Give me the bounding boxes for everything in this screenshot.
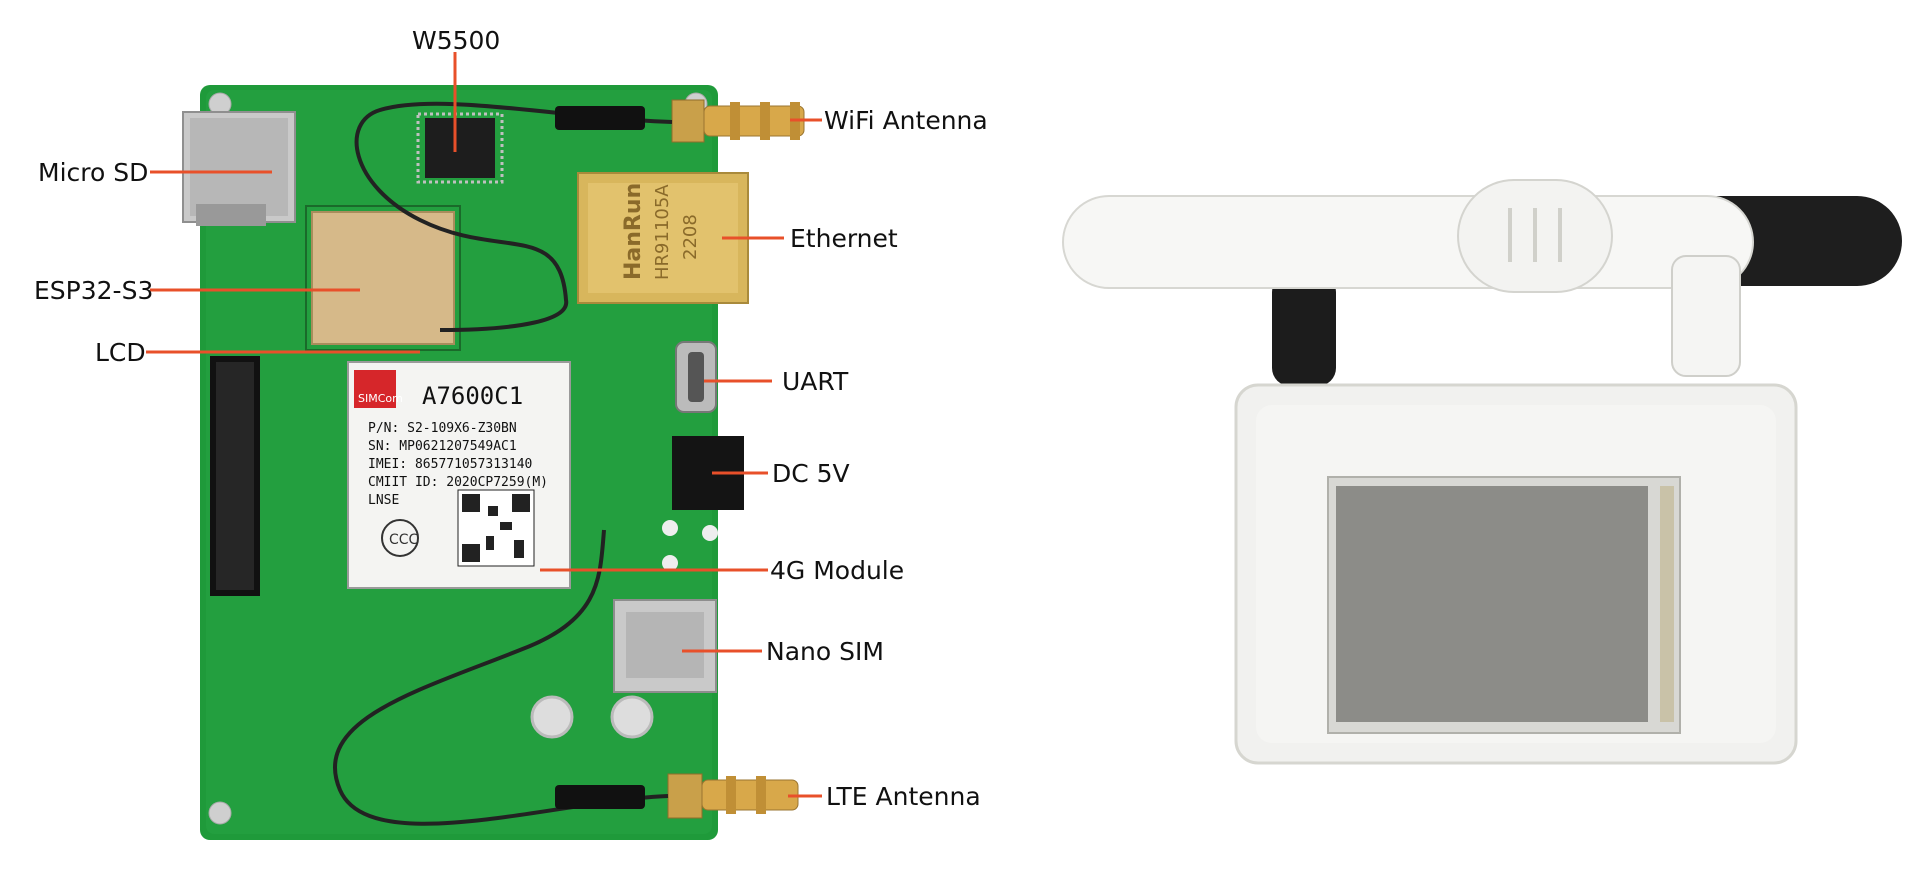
module-imei: IMEI: 865771057313140 <box>368 457 532 472</box>
label-dc5v: DC 5V <box>772 459 850 488</box>
ethernet-part: HR91105A <box>652 184 673 280</box>
label-esp32: ESP32-S3 <box>34 276 154 305</box>
label-lcd: LCD <box>95 338 146 367</box>
label-wifi-antenna: WiFi Antenna <box>824 106 988 135</box>
module-model: A7600C1 <box>422 382 523 410</box>
label-uart: UART <box>782 367 849 396</box>
lte-pigtail <box>555 785 645 809</box>
leader-lines <box>146 52 822 798</box>
module-pn: P/N: S2-109X6-Z30BN <box>368 421 517 436</box>
label-4g-module: 4G Module <box>770 556 905 585</box>
micro-sd-slot <box>182 111 296 226</box>
lcd-screen <box>1336 486 1648 722</box>
nano-sim-slot <box>613 599 717 693</box>
module-4g: SIMCom A7600C1 P/N: S2-109X6-Z30BN SN: M… <box>347 361 571 589</box>
label-w5500: W5500 <box>412 26 501 55</box>
ethernet-jack: HanRun HR91105A 2208 <box>577 172 749 304</box>
label-ethernet: Ethernet <box>790 224 898 253</box>
module-sn: SN: MP0621207549AC1 <box>368 439 517 454</box>
wifi-antenna-connector <box>671 99 805 143</box>
label-lte-antenna: LTE Antenna <box>826 782 981 811</box>
w5500-chip <box>416 112 504 184</box>
antenna-cables <box>332 101 673 826</box>
lcd-connector <box>210 356 260 596</box>
lte-antenna-connector <box>667 773 799 819</box>
module-cmiit: CMIIT ID: 2020CP7259(M) <box>368 475 548 490</box>
usb-c-uart <box>675 341 717 413</box>
label-nano-sim: Nano SIM <box>766 637 884 666</box>
esp32-module <box>305 205 461 351</box>
module-lnse: LNSE <box>368 493 399 508</box>
wifi-pigtail <box>555 106 645 130</box>
svg-text:CCC: CCC <box>389 532 419 548</box>
ccc-mark-icon <box>381 519 419 557</box>
ethernet-brand: HanRun <box>621 183 646 280</box>
enclosed-device <box>1062 179 1902 765</box>
module-brand: SIMCom <box>358 392 403 405</box>
ethernet-date: 2208 <box>680 214 701 260</box>
label-micro-sd: Micro SD <box>38 158 149 187</box>
